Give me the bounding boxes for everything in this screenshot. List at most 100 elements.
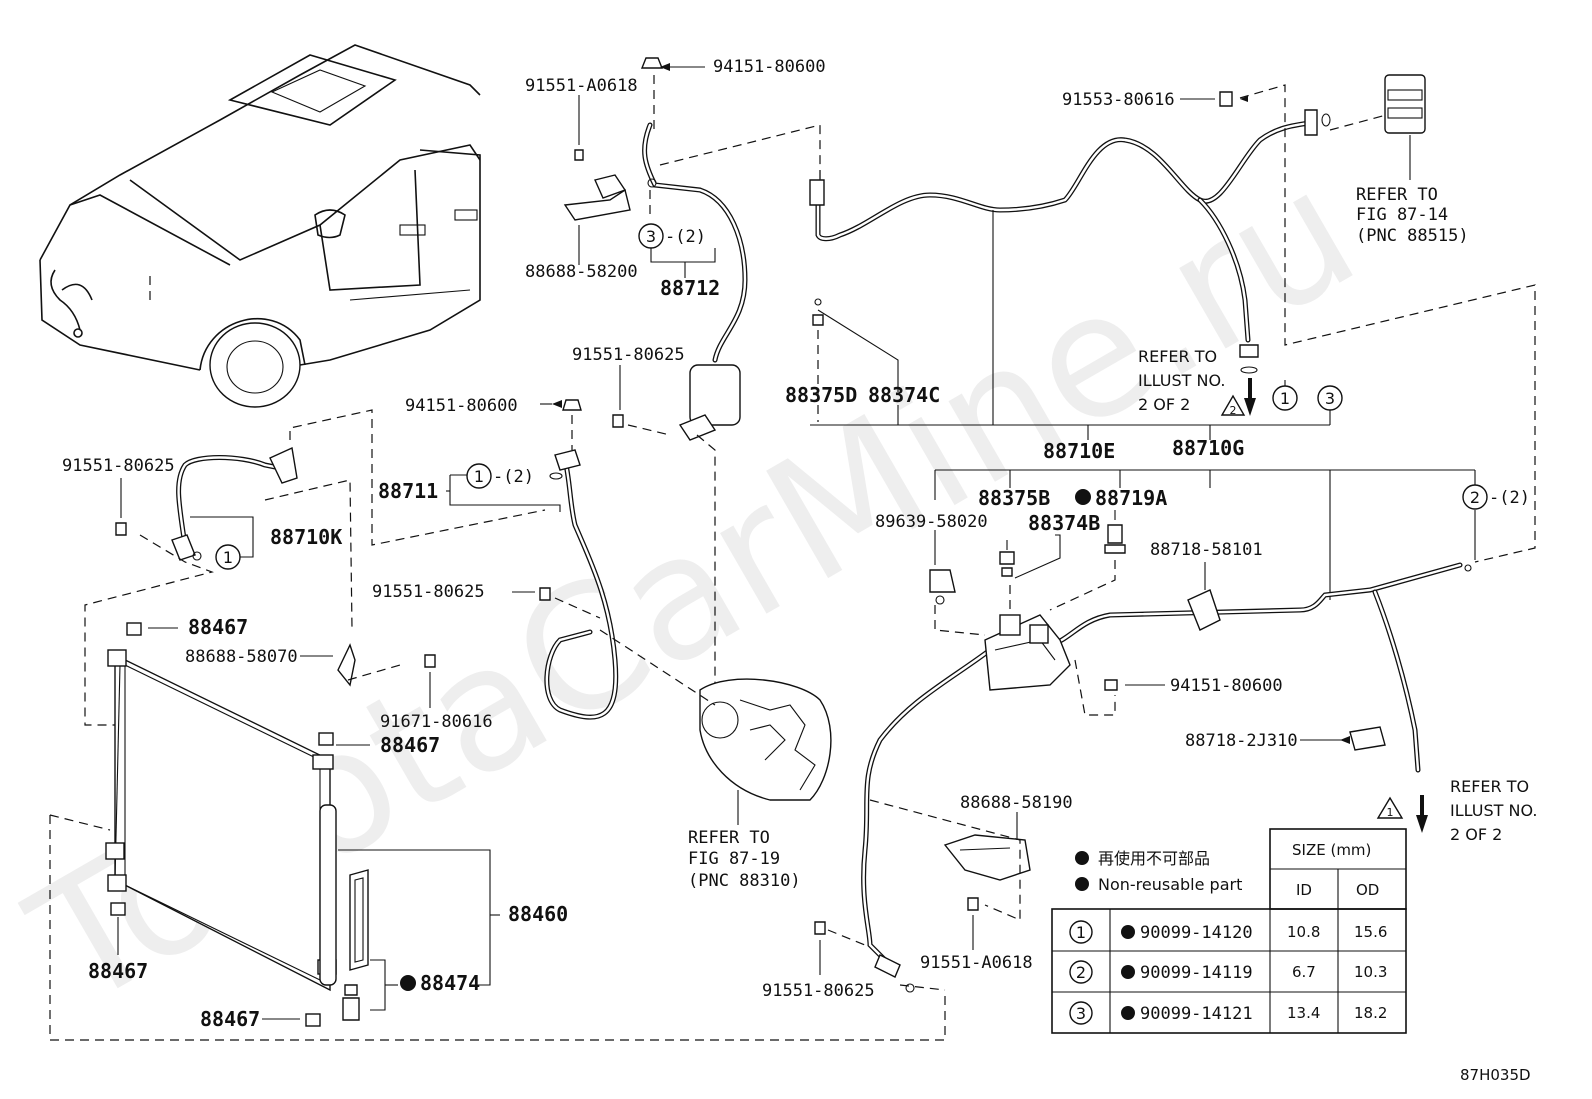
callout-3-right: 3 (1317, 385, 1343, 411)
label-88710E: 88710E (1043, 439, 1115, 463)
callout-1-right: 1 (1272, 385, 1298, 411)
bracket-88688-58190 (943, 834, 1031, 881)
pipe-88710K (171, 446, 298, 561)
svg-text:SIZE (mm): SIZE (mm) (1292, 841, 1371, 859)
svg-text:1: 1 (474, 467, 484, 486)
svg-text:90099-14119: 90099-14119 (1140, 963, 1253, 983)
svg-text:(PNC 88310): (PNC 88310) (688, 871, 801, 891)
hose-88712 (640, 57, 748, 441)
bracket-88688-58200 (563, 149, 631, 221)
label-88375B: 88375B (978, 486, 1050, 510)
expansion-valve (1384, 74, 1426, 134)
label-91551-A0618-bot: 91551-A0618 (920, 953, 1033, 973)
table-row: 1 90099-14120 10.8 15.6 (1069, 920, 1387, 944)
svg-text:ILLUST NO.: ILLUST NO. (1450, 801, 1537, 820)
svg-text:ILLUST NO.: ILLUST NO. (1138, 371, 1225, 390)
label-88460: 88460 (508, 902, 568, 926)
manifold-block (984, 614, 1071, 691)
label-91551-80625-bot: 91551-80625 (762, 981, 875, 1001)
svg-text:(PNC 88515): (PNC 88515) (1356, 226, 1469, 246)
svg-text:REFER TO: REFER TO (1138, 347, 1217, 366)
label-91551-A0618-top: 91551-A0618 (525, 76, 638, 96)
label-88710K: 88710K (270, 525, 342, 549)
oring-table: SIZE (mm) ID OD 1 90099-14120 10.8 15.6 … (1051, 828, 1407, 1034)
label-89639-58020: 89639-58020 (875, 512, 988, 532)
svg-text:1: 1 (1076, 923, 1086, 942)
pipe-88710G-lower (861, 562, 1472, 993)
svg-text:1: 1 (1387, 806, 1394, 819)
label-88467-d: 88467 (200, 1007, 260, 1031)
svg-text:18.2: 18.2 (1354, 1004, 1387, 1022)
label-91551-80625-hose: 91551-80625 (372, 582, 485, 602)
ref-fig-87-19: REFER TO FIG 87-19 (PNC 88310) (688, 828, 801, 891)
svg-text:REFER TO: REFER TO (688, 828, 770, 848)
svg-text:FIG 87-14: FIG 87-14 (1356, 205, 1448, 225)
svg-text:2 OF 2: 2 OF 2 (1450, 825, 1502, 844)
label-88718-2J310: 88718-2J310 (1185, 731, 1298, 751)
label-91551-80625-left: 91551-80625 (62, 456, 175, 476)
compressor (699, 678, 832, 801)
drawing-code: 87H035D (1460, 1066, 1531, 1084)
pipe-88710E-88710G (809, 109, 1331, 374)
label-94151-80600-mid: 94151-80600 (405, 396, 518, 416)
svg-text:Non-reusable part: Non-reusable part (1098, 875, 1242, 894)
table-row: 2 90099-14119 6.7 10.3 (1069, 960, 1387, 984)
svg-text:REFER TO: REFER TO (1450, 777, 1529, 796)
svg-text:2 OF 2: 2 OF 2 (1138, 395, 1190, 414)
svg-text:10.3: 10.3 (1354, 963, 1387, 981)
label-91551-80625-mid: 91551-80625 (572, 345, 685, 365)
svg-text:-(2): -(2) (1489, 488, 1530, 508)
svg-text:1: 1 (1280, 389, 1290, 408)
label-88710G: 88710G (1172, 436, 1244, 460)
label-88474: 88474 (420, 971, 480, 995)
label-88688-58070: 88688-58070 (185, 647, 298, 667)
svg-text:15.6: 15.6 (1354, 923, 1387, 941)
label-94151-80600-top: 94151-80600 (713, 57, 826, 77)
label-88719A: 88719A (1095, 486, 1167, 510)
vehicle-illustration (39, 44, 481, 408)
condenser-88460 (105, 622, 369, 1027)
svg-text:10.8: 10.8 (1287, 923, 1320, 941)
svg-text:3: 3 (646, 227, 656, 246)
svg-text:ID: ID (1296, 881, 1312, 899)
svg-text:2: 2 (1230, 404, 1237, 417)
table-row: 3 90099-14121 13.4 18.2 (1069, 1001, 1387, 1025)
callout-2-right: 2 -(2) (1462, 484, 1530, 510)
svg-text:REFER TO: REFER TO (1356, 185, 1438, 205)
svg-text:13.4: 13.4 (1287, 1004, 1320, 1022)
label-88374B: 88374B (1028, 511, 1100, 535)
svg-text:-(2): -(2) (665, 227, 706, 247)
label-88375D: 88375D (785, 383, 857, 407)
label-88688-58200: 88688-58200 (525, 262, 638, 282)
svg-text:2: 2 (1076, 963, 1086, 982)
label-88688-58190: 88688-58190 (960, 793, 1073, 813)
svg-text:1: 1 (223, 548, 233, 567)
warning-triangle-icon: 1 (1376, 796, 1404, 819)
svg-text:6.7: 6.7 (1292, 963, 1316, 981)
non-reusable-dot-icon (1075, 489, 1091, 505)
svg-text:3: 3 (1076, 1004, 1086, 1023)
svg-text:FIG 87-19: FIG 87-19 (688, 849, 780, 869)
svg-text:2: 2 (1470, 488, 1480, 507)
label-88718-58101: 88718-58101 (1150, 540, 1263, 560)
callout-3-88712: 3 -(2) (638, 223, 706, 249)
label-88467-b: 88467 (380, 733, 440, 757)
svg-text:OD: OD (1356, 881, 1379, 899)
non-reusable-dot-icon (400, 975, 416, 991)
callout-1-88710K: 1 (215, 544, 241, 570)
svg-text:90099-14121: 90099-14121 (1140, 1004, 1253, 1024)
label-91553-80616: 91553-80616 (1062, 90, 1175, 110)
hose-88711 (544, 449, 619, 720)
ref-illust-top: REFER TO ILLUST NO. 2 OF 2 (1138, 347, 1225, 414)
label-88467-a: 88467 (188, 615, 248, 639)
label-94151-80600-right: 94151-80600 (1170, 676, 1283, 696)
label-88467-c: 88467 (88, 959, 148, 983)
label-88374C: 88374C (868, 383, 940, 407)
label-91671-80616: 91671-80616 (380, 712, 493, 732)
ref-illust-bot: REFER TO ILLUST NO. 2 OF 2 (1450, 777, 1537, 844)
label-88712: 88712 (660, 276, 720, 300)
ref-fig-87-14: REFER TO FIG 87-14 (PNC 88515) (1356, 185, 1469, 246)
svg-text:再使用不可部品: 再使用不可部品 (1098, 849, 1210, 868)
legend: 再使用不可部品 Non-reusable part (1075, 849, 1242, 894)
